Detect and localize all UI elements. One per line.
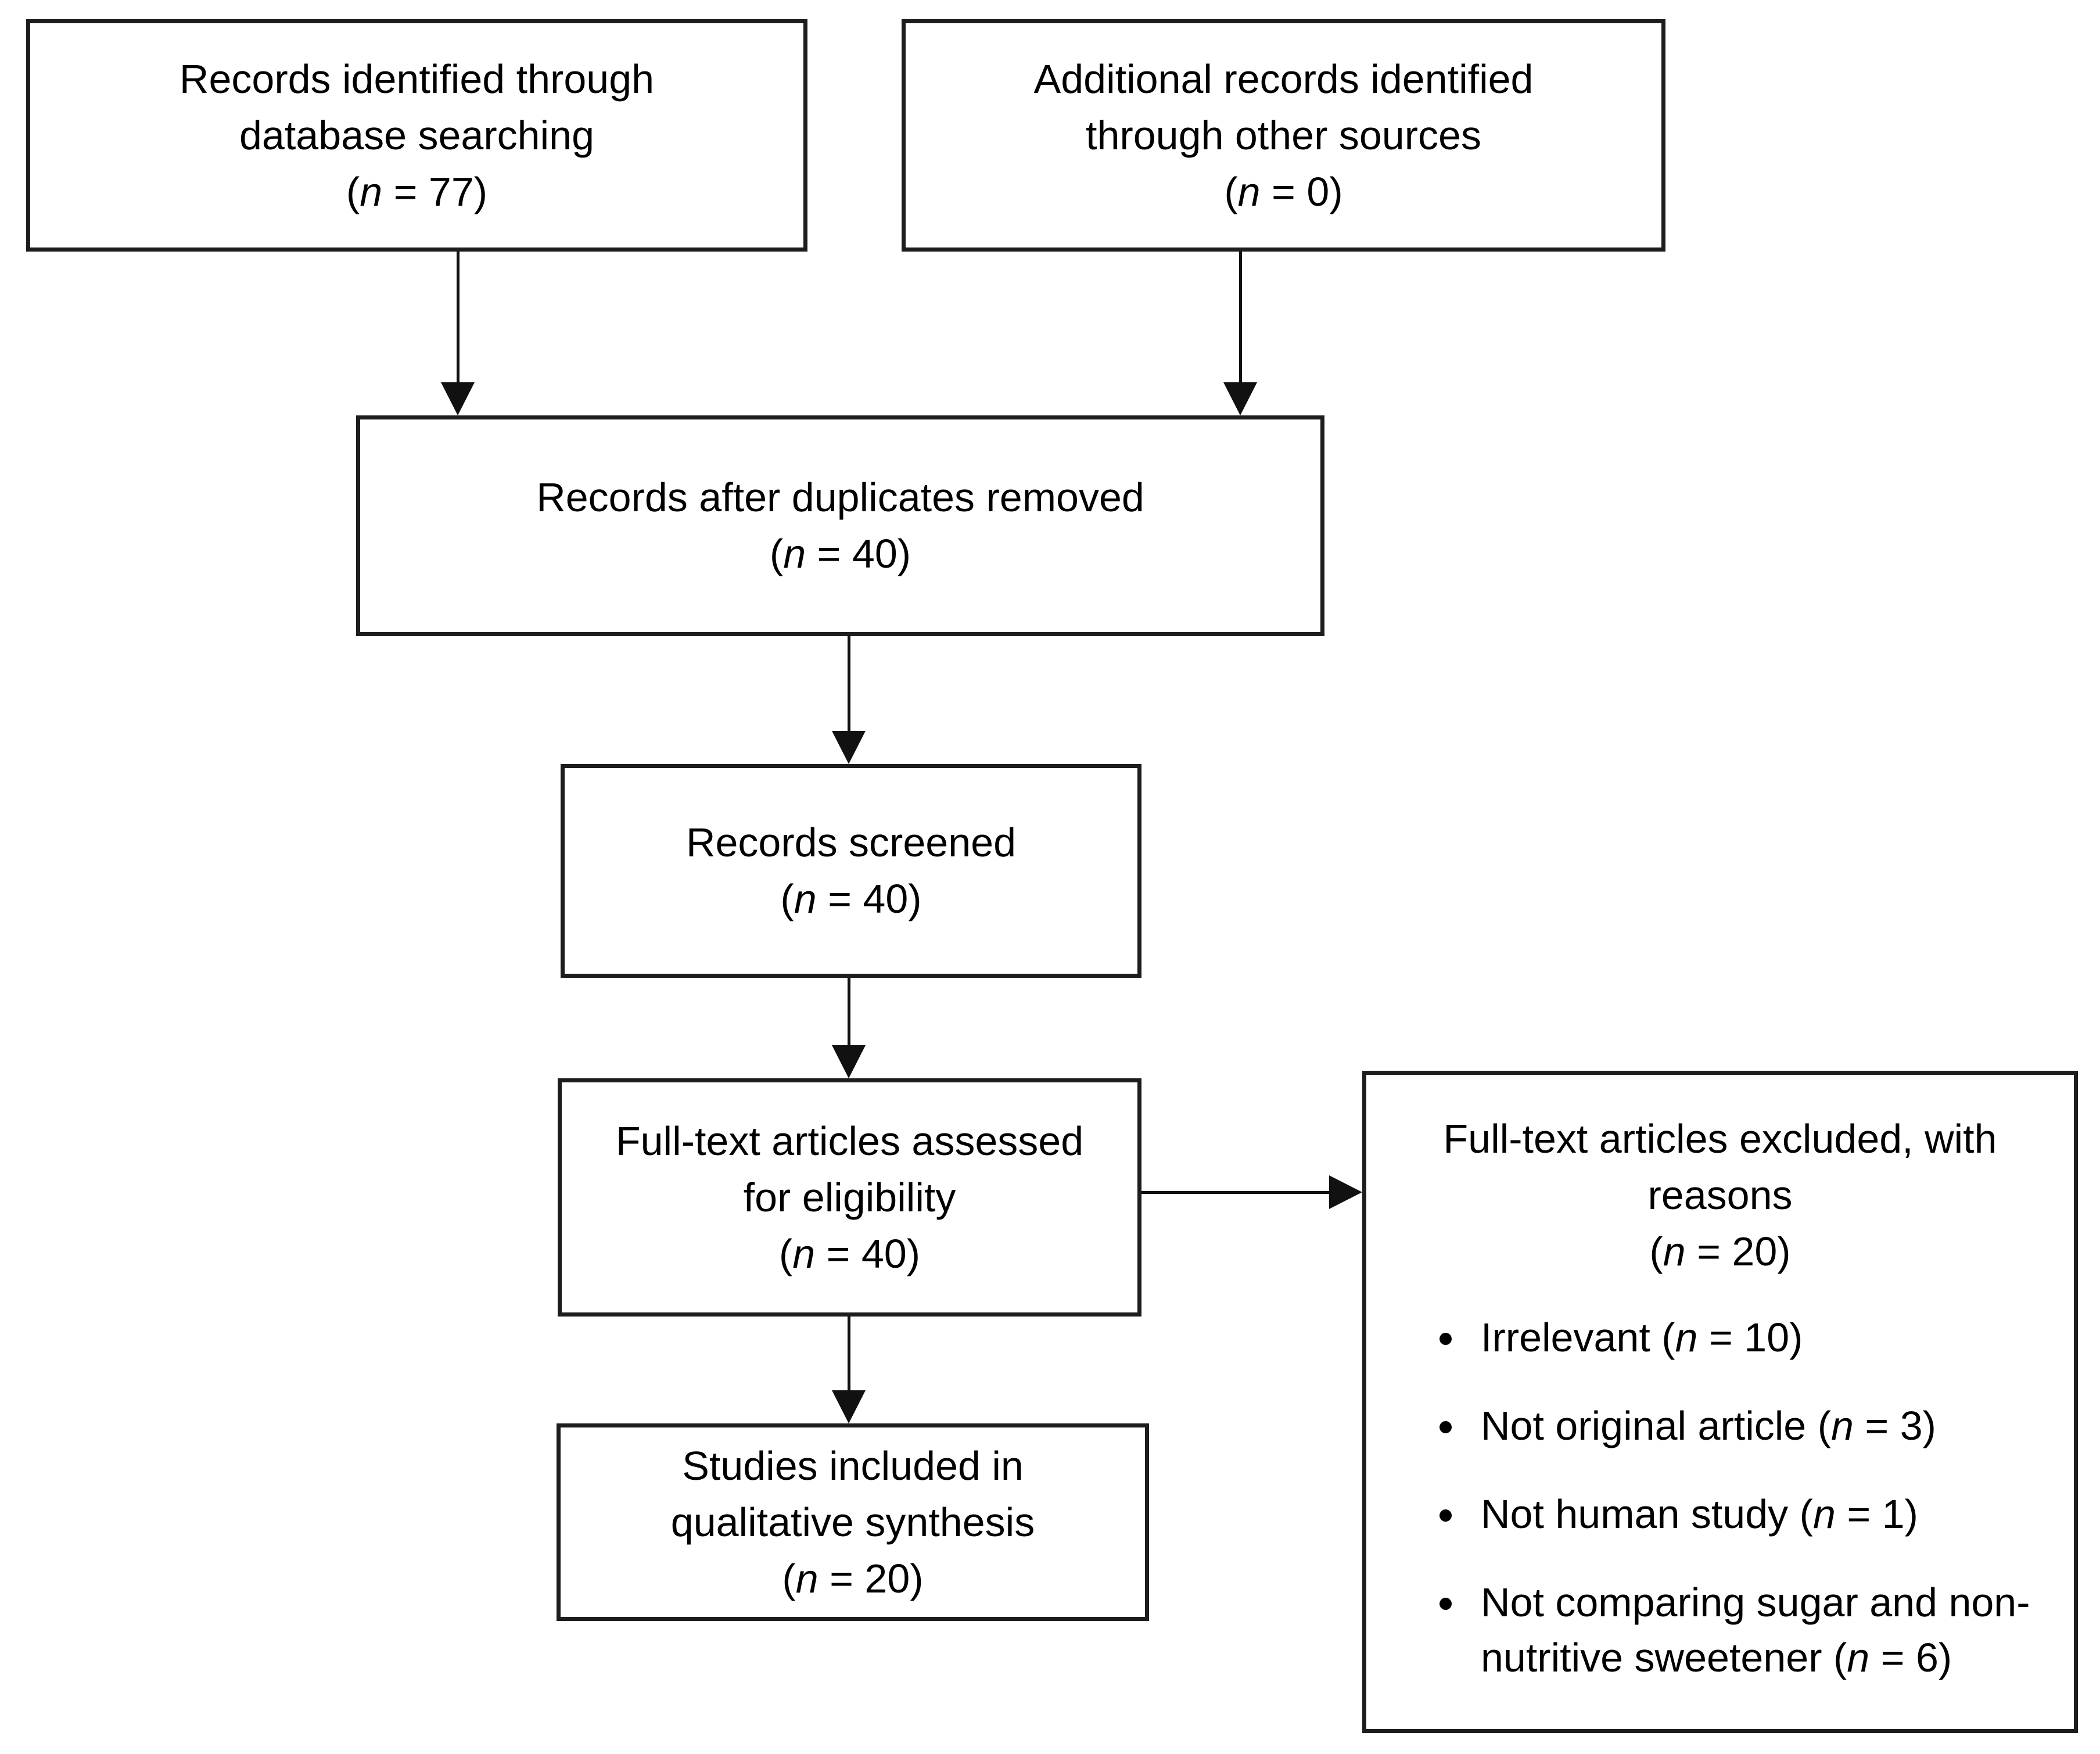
box-text-line: Records after duplicates removed xyxy=(536,475,1144,520)
box-text-line: for eligibility xyxy=(743,1174,956,1220)
box-records-identified: Records identified through database sear… xyxy=(26,19,807,252)
exclusion-reason-item: Irrelevant (n = 10) xyxy=(1468,1310,2045,1365)
box-text-line: Records identified through xyxy=(179,56,655,102)
exclusion-reason-item: Not original article (n = 3) xyxy=(1468,1398,2045,1454)
box-fulltext-assessed: Full-text articles assessed for eligibil… xyxy=(558,1078,1141,1317)
arrow-line-database-to-dedup xyxy=(457,252,460,384)
exclusion-reasons-list: Irrelevant (n = 10) Not original article… xyxy=(1395,1310,2045,1719)
box-count: (n = 20) xyxy=(782,1555,924,1601)
exclusion-reason-item: Not human study (n = 1) xyxy=(1468,1487,2045,1542)
box-duplicates-removed: Records after duplicates removed (n = 40… xyxy=(356,415,1324,636)
box-records-screened: Records screened (n = 40) xyxy=(561,764,1141,978)
arrow-line-screened-to-fulltext xyxy=(848,978,850,1048)
box-count: (n = 20) xyxy=(1649,1229,1791,1274)
arrowhead-down-icon xyxy=(441,382,475,415)
box-text-line: Studies included in xyxy=(682,1443,1024,1488)
box-studies-included: Studies included in qualitative synthesi… xyxy=(557,1423,1149,1621)
arrowhead-right-icon xyxy=(1329,1175,1362,1209)
arrowhead-down-icon xyxy=(1223,382,1257,415)
box-text-line: through other sources xyxy=(1086,112,1481,158)
box-text-line: qualitative synthesis xyxy=(670,1499,1035,1545)
arrow-line-dedup-to-screened xyxy=(848,636,850,734)
arrow-line-fulltext-to-included xyxy=(848,1317,850,1393)
box-text-line: Additional records identified xyxy=(1033,56,1534,102)
box-text-line: Records screened xyxy=(685,820,1017,865)
excluded-box-header: Full-text articles excluded, with reason… xyxy=(1395,1111,2045,1280)
arrowhead-down-icon xyxy=(832,731,866,764)
arrowhead-down-icon xyxy=(832,1045,866,1078)
box-text-line: reasons xyxy=(1647,1172,1793,1218)
box-count: (n = 40) xyxy=(780,876,922,921)
box-text-line: Full-text articles excluded, with xyxy=(1443,1116,1997,1161)
box-text-line: Full-text articles assessed xyxy=(615,1118,1084,1164)
arrow-line-other-to-dedup xyxy=(1239,252,1242,384)
box-count: (n = 40) xyxy=(769,531,911,576)
box-text-line: database searching xyxy=(239,112,594,158)
box-fulltext-excluded: Full-text articles excluded, with reason… xyxy=(1362,1071,2078,1733)
arrow-line-fulltext-to-excluded xyxy=(1141,1191,1333,1194)
box-count: (n = 0) xyxy=(1224,168,1343,214)
box-additional-records: Additional records identified through ot… xyxy=(902,19,1665,252)
box-count: (n = 77) xyxy=(346,168,488,214)
exclusion-reason-item: Not comparing sugar and non-nutritive sw… xyxy=(1468,1575,2045,1685)
box-count: (n = 40) xyxy=(778,1231,921,1276)
arrowhead-down-icon xyxy=(832,1390,866,1423)
